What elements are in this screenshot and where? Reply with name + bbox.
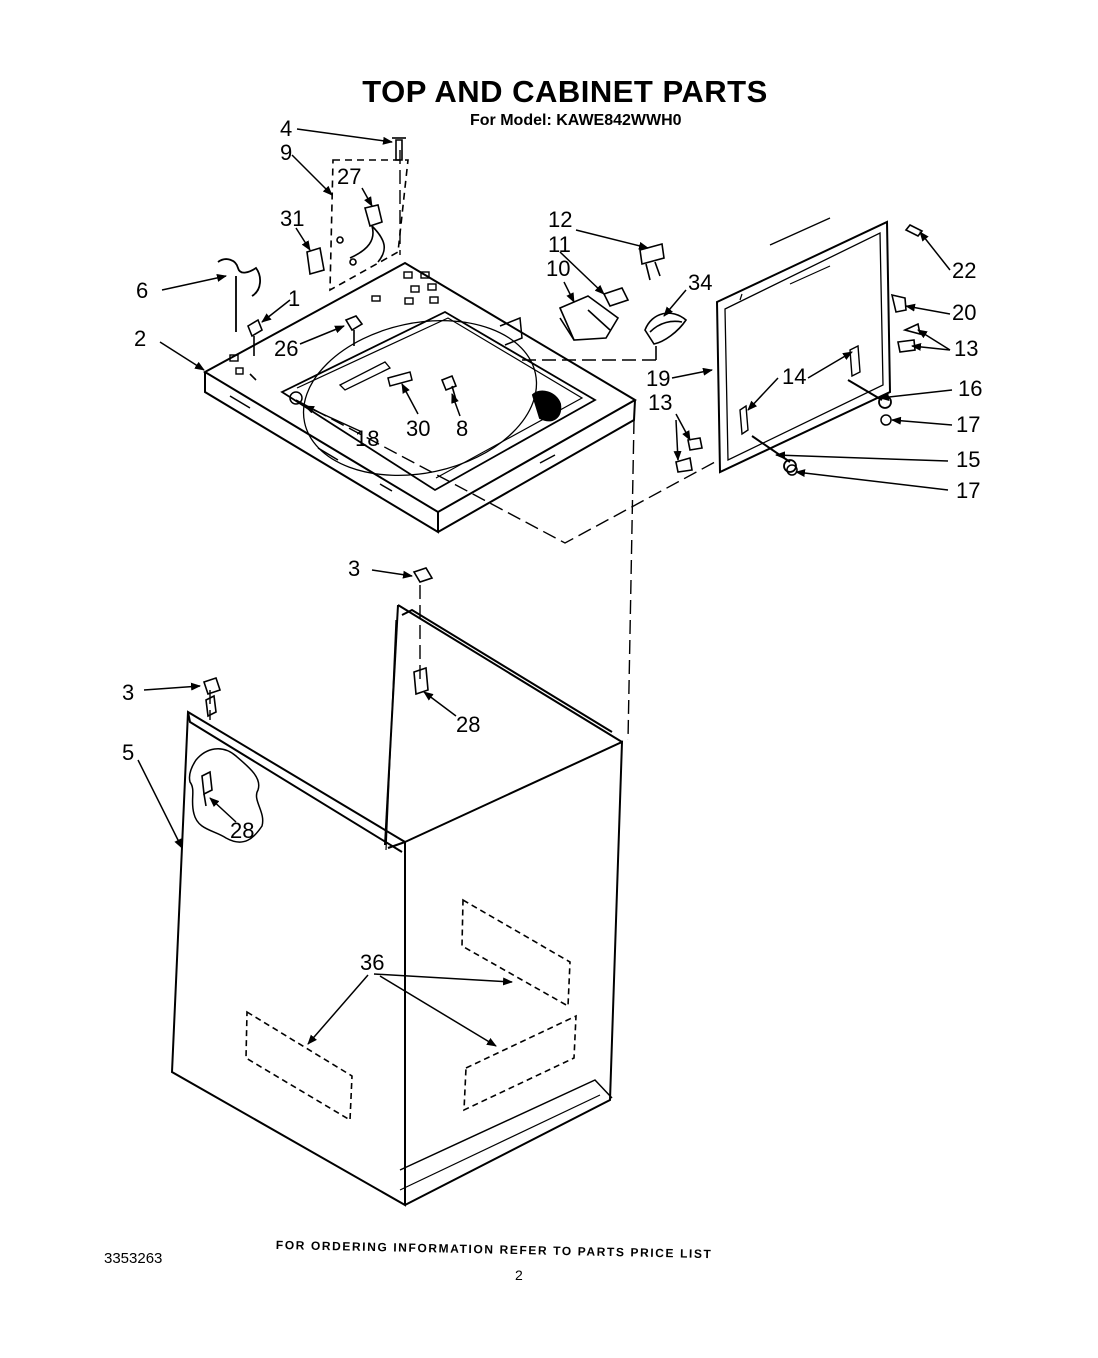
callout-36: 36 xyxy=(360,950,384,975)
callout-22: 22 xyxy=(952,258,976,283)
callout-17b: 17 xyxy=(956,478,980,503)
callout-labels: 4 9 27 31 6 1 2 26 18 30 8 12 11 10 34 1… xyxy=(122,116,982,975)
callout-8: 8 xyxy=(456,416,468,441)
callout-13b: 13 xyxy=(954,336,978,361)
callout-26: 26 xyxy=(274,336,298,361)
callout-19: 19 xyxy=(646,366,670,391)
lid xyxy=(715,217,892,476)
callout-9: 9 xyxy=(280,140,292,165)
callout-13a: 13 xyxy=(648,390,672,415)
page-number: 2 xyxy=(515,1267,523,1283)
assembly-guide-lines xyxy=(209,150,716,741)
callout-27: 27 xyxy=(337,164,361,189)
model-subtitle: For Model: KAWE842WWH0 xyxy=(470,112,682,129)
document-number: 3353263 xyxy=(104,1250,163,1267)
insulation-pads xyxy=(245,898,577,1122)
callout-31: 31 xyxy=(280,206,304,231)
part-6-spring xyxy=(217,258,261,332)
callout-14: 14 xyxy=(782,364,806,389)
callout-28a: 28 xyxy=(456,712,480,737)
callout-10: 10 xyxy=(546,256,570,281)
callout-3a: 3 xyxy=(348,556,360,581)
cabinet xyxy=(170,567,624,1207)
callout-leaders xyxy=(137,128,953,1047)
callout-1: 1 xyxy=(288,286,300,311)
callout-12: 12 xyxy=(548,207,572,232)
callout-15: 15 xyxy=(956,447,980,472)
part-30-hinge-pin xyxy=(387,371,413,387)
callout-17a: 17 xyxy=(956,412,980,437)
top-panel-holes xyxy=(229,271,439,375)
switch-assembly xyxy=(306,137,409,292)
callout-20: 20 xyxy=(952,300,976,325)
callout-30: 30 xyxy=(406,416,430,441)
page-title: TOP AND CABINET PARTS xyxy=(362,74,768,109)
top-panel xyxy=(202,261,637,534)
part-26-bumper xyxy=(344,315,364,346)
callout-18: 18 xyxy=(355,426,379,451)
callout-11: 11 xyxy=(548,232,571,257)
callout-34: 34 xyxy=(688,270,712,295)
callout-28b: 28 xyxy=(230,818,254,843)
callout-2: 2 xyxy=(134,326,146,351)
callout-4: 4 xyxy=(280,116,292,141)
callout-16: 16 xyxy=(958,376,982,401)
lid-switch-parts xyxy=(558,242,688,360)
callout-3b: 3 xyxy=(122,680,134,705)
callout-5: 5 xyxy=(122,740,134,765)
callout-6: 6 xyxy=(136,278,148,303)
part-1-bolt xyxy=(247,318,263,381)
